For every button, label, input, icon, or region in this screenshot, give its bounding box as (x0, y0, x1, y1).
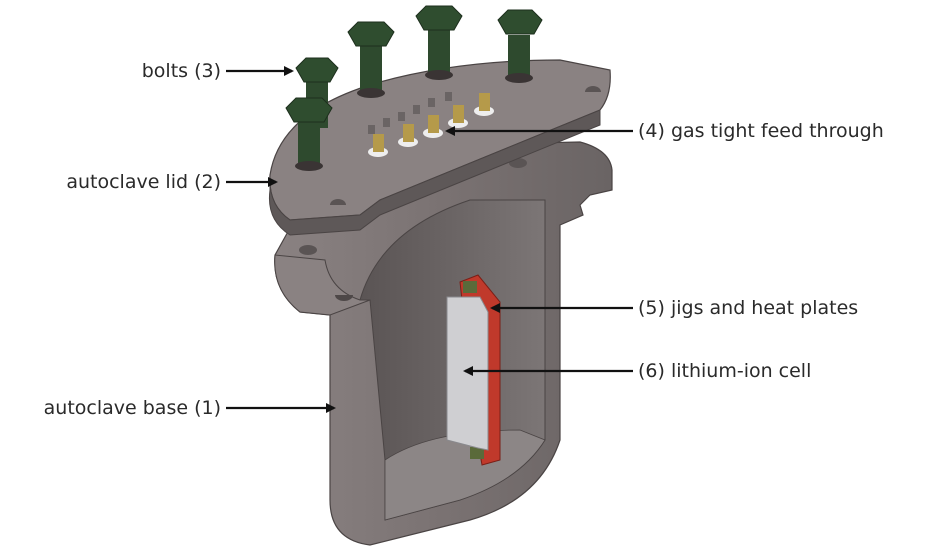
bolt (285, 97, 333, 171)
flange-hole (299, 245, 317, 255)
gas-tight-feed-through (368, 92, 494, 157)
label-bolts: bolts (3) (141, 60, 221, 82)
bolt (497, 9, 543, 83)
bolt (347, 21, 395, 98)
label-autoclave-base: autoclave base (1) (43, 397, 221, 419)
bolts (285, 5, 543, 171)
bolt (415, 5, 463, 80)
label-jigs-and-heat-plates: (5) jigs and heat plates (638, 297, 859, 319)
leader-arrows (226, 66, 633, 413)
label-autoclave-lid: autoclave lid (2) (66, 171, 221, 193)
lithium-ion-cell (446, 296, 489, 451)
label-lithium-ion-cell: (6) lithium-ion cell (638, 360, 812, 382)
label-gas-tight-feed-through: (4) gas tight feed through (638, 120, 884, 142)
